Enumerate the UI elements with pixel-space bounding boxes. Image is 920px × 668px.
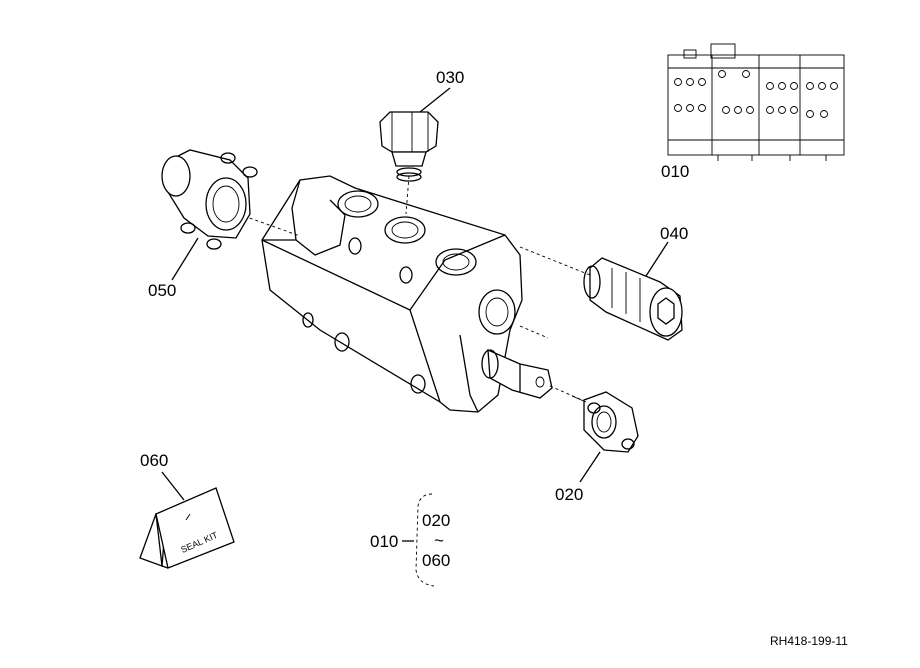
valve-assembly-thumbnail (667, 43, 845, 161)
callout-060: 060 (140, 451, 168, 470)
assembly-bracket: 010 020 ~ 060 (370, 493, 450, 587)
bracket-range-end: 060 (422, 551, 450, 570)
drawing-ref: RH418-199-11 (770, 634, 848, 648)
flange-050 (161, 149, 258, 250)
callout-040: 040 (660, 224, 688, 243)
bracket-range-sep: ~ (434, 531, 444, 550)
bracket-range-start: 020 (422, 511, 450, 530)
plug-040 (583, 257, 683, 341)
bracket-assembly: 010 (370, 532, 398, 551)
seal-kit-060: SEAL KIT (139, 487, 235, 569)
callout-010-top: 010 (661, 162, 689, 181)
callout-020: 020 (555, 485, 583, 504)
plug-030 (379, 111, 439, 182)
valve-body (261, 175, 523, 413)
spool-end (481, 348, 553, 399)
cap-plate-020 (571, 391, 639, 453)
callout-050: 050 (148, 281, 176, 300)
callout-030: 030 (436, 68, 464, 87)
